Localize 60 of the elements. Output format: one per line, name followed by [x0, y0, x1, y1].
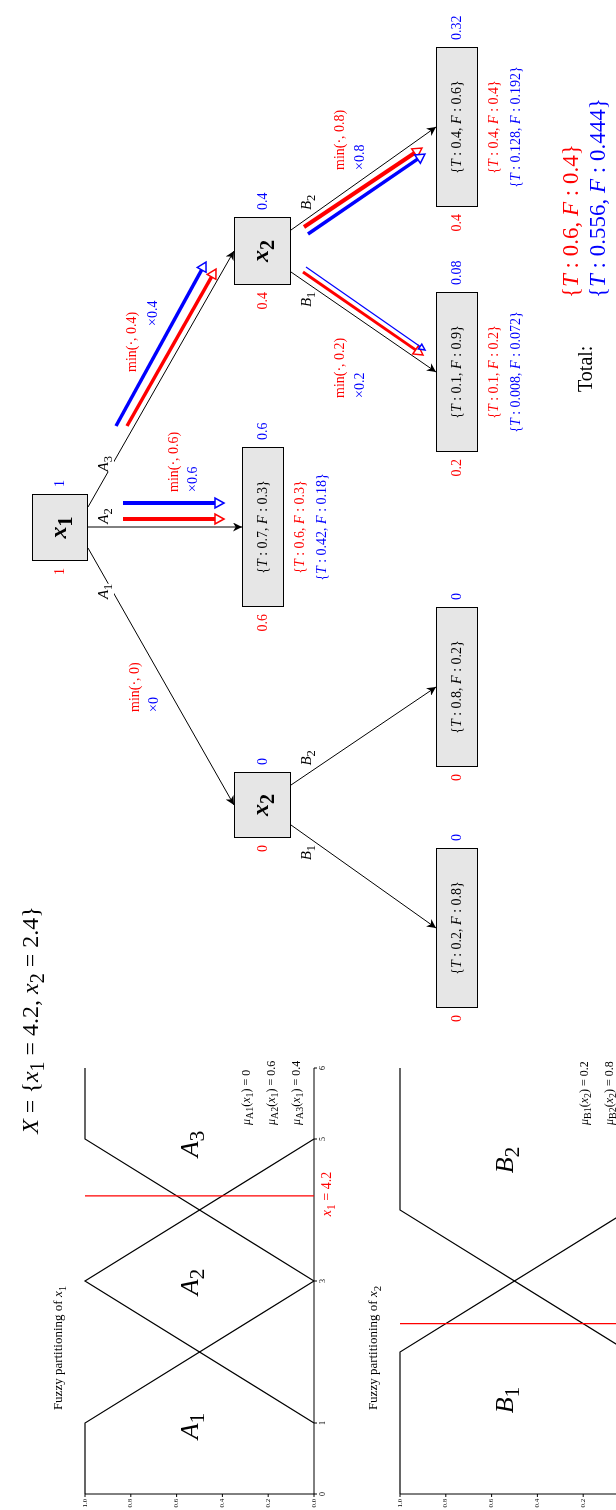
total-label: Total:	[575, 345, 595, 392]
value-label: {T : 0.42, F : 0.18}	[315, 473, 329, 581]
value-label: 0	[255, 758, 270, 765]
node-label: {T : 0.7, F : 0.3}	[256, 480, 270, 574]
operation-label: ×0.2	[353, 372, 367, 398]
node-label: {T : 0.1, F : 0.9}	[450, 325, 464, 419]
value-label: 0.6	[256, 614, 270, 632]
leaf-box	[436, 607, 478, 767]
node-label: {T : 0.8, F : 0.2}	[450, 640, 464, 734]
leaf-box	[436, 47, 478, 207]
value-label: {T : 0.4, F : 0.4}	[487, 80, 501, 174]
value-label: 0.08	[450, 260, 464, 285]
total-value: {T : 0.6, F : 0.4}	[558, 144, 582, 298]
total-value: {T : 0.556, F : 0.444}	[585, 98, 609, 298]
value-label: 0	[450, 774, 464, 781]
node-label: {T : 0.2, F : 0.8}	[450, 881, 464, 975]
node-label: {T : 0.4, F : 0.6}	[450, 80, 464, 174]
tick-label: 5	[319, 1137, 327, 1141]
tick-label: 0	[319, 1492, 327, 1496]
value-label: {T : 0.6, F : 0.3}	[293, 480, 307, 574]
operation-label: min(·, 0.6)	[167, 431, 181, 492]
value-label: 1	[53, 568, 67, 575]
value-label: 0.32	[450, 15, 464, 40]
operation-label: min(·, 0)	[128, 662, 142, 712]
arrow	[87, 250, 235, 508]
value-label: 0	[450, 593, 464, 600]
arrow	[290, 824, 437, 929]
arrow	[290, 126, 437, 231]
value-label: 0.2	[450, 459, 464, 477]
value-label: 0	[255, 845, 270, 852]
arrow	[87, 522, 243, 532]
tick-label: 1	[319, 1421, 327, 1425]
value-label: 0.4	[255, 192, 270, 210]
value-label: 0	[450, 834, 464, 841]
leaf-box	[436, 848, 478, 1008]
variable-box	[234, 217, 291, 285]
operation-label: min(·, 0.8)	[333, 109, 347, 170]
value-label: {T : 0.008, F : 0.072}	[509, 311, 523, 433]
value-label: {T : 0.128, F : 0.192}	[509, 66, 523, 188]
arrow	[87, 547, 235, 806]
leaf-box	[436, 292, 478, 452]
tick-label: 6	[319, 1066, 327, 1070]
value-label: 0	[450, 1015, 464, 1022]
arrow	[290, 271, 437, 373]
value-label: {T : 0.1, F : 0.2}	[487, 325, 501, 419]
operation-label: ×0.4	[146, 300, 160, 326]
leaf-box	[242, 447, 284, 607]
operation-label: min(·, 0.4)	[125, 311, 139, 372]
arrow	[290, 686, 437, 786]
variable-box	[234, 772, 291, 838]
operation-label: ×0	[147, 697, 161, 712]
value-label: 0.4	[255, 292, 270, 310]
value-label: 0.4	[450, 214, 464, 232]
value-label: 1	[53, 480, 67, 487]
operation-label: ×0.8	[353, 144, 367, 170]
operation-label: ×0.6	[186, 466, 200, 492]
tick-label: 3	[319, 1279, 327, 1283]
value-label: 0.6	[256, 422, 270, 440]
variable-box	[32, 494, 88, 561]
operation-label: min(·, 0.2)	[333, 337, 347, 398]
